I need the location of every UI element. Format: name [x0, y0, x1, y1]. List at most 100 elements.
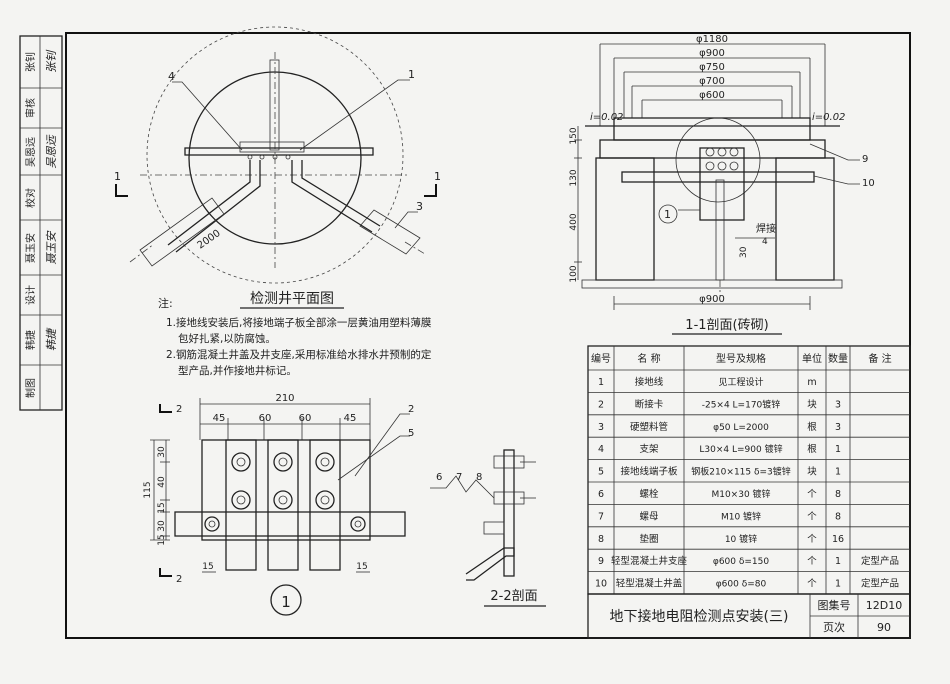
plan-pipe-right	[359, 209, 421, 255]
sec11-circle-mark: 1	[664, 208, 671, 221]
detail1-dim-left-1: 40	[157, 476, 167, 488]
side-signature-block: 张钊 审核 吴恩远 校对 聂玉安 设计 韩捷 制图 张钊 吴恩远 聂玉安 韩捷	[19, 35, 63, 411]
table-cell: m	[807, 377, 816, 388]
table-cell: 块	[807, 466, 817, 478]
title-block-atlas-value: 12D10	[866, 599, 902, 612]
sec11-dim-left-3: 100	[569, 265, 579, 282]
side-signature-4: 聂玉安	[45, 231, 58, 265]
table-cell: 1	[835, 579, 841, 590]
detail1-dim-15-right: 15	[356, 562, 367, 572]
side-role-4: 聂玉安	[24, 233, 37, 263]
table-header-cell: 备 注	[868, 352, 891, 365]
side-signature-0: 张钊	[45, 49, 58, 73]
detail1-section-mark-bottom: 2	[176, 574, 182, 585]
table-cell: 个	[807, 579, 817, 590]
detail1-dim-3: 45	[344, 413, 357, 424]
sec11-wall-right	[775, 157, 835, 281]
notes-line-2: 2.钢筋混凝土井盖及井支座,采用标准给水排水井预制的定	[166, 348, 432, 361]
table-cell: 个	[807, 511, 817, 522]
sec22-label-6: 6	[436, 472, 442, 483]
detail1-dim-0: 45	[213, 413, 226, 424]
sec11-elev-left: i=0.02	[590, 112, 623, 123]
detail1-dim-total: 210	[275, 393, 294, 404]
notes-line-3: 型产品,并作接地井标记。	[178, 364, 297, 377]
table-cell: 1	[835, 467, 841, 478]
sec11-dim-left-2: 400	[569, 213, 579, 230]
sec11-label-10: 10	[862, 178, 875, 189]
side-role-1: 审核	[24, 98, 37, 118]
table-cell: 8	[835, 511, 841, 522]
table-cell: φ600 δ=150	[713, 557, 769, 567]
table-cell: 1	[835, 444, 841, 455]
table-cell: 定型产品	[861, 555, 899, 567]
sec11-support	[599, 139, 826, 159]
detail1-label-2: 2	[408, 404, 414, 415]
table-cell: φ600 δ=80	[716, 580, 767, 590]
sec11-dim-left-1: 130	[569, 169, 579, 186]
sec11-dim-0: φ1180	[696, 34, 728, 45]
sec22-label-7: 7	[456, 472, 462, 483]
table-cell: 9	[598, 556, 604, 567]
detail1-bar	[174, 511, 406, 537]
detail1-dim-2: 60	[299, 413, 312, 424]
table-header-cell: 编号	[591, 352, 611, 365]
table-cell: 2	[598, 399, 604, 410]
side-role-2: 吴恩远	[25, 137, 37, 167]
table-cell: 10 镀锌	[725, 533, 757, 545]
notes: 注: 1.接地线安装后,将接地端子板全部涂一层黄油用塑料薄膜 包好扎紧,以防腐蚀…	[158, 296, 432, 377]
notes-line-0: 1.接地线安装后,将接地端子板全部涂一层黄油用塑料薄膜	[166, 316, 432, 329]
plan-outer-circle	[146, 26, 404, 284]
table-cell: 个	[807, 556, 817, 567]
detail1-label-5: 5	[408, 428, 414, 439]
table-cell: 3	[835, 399, 841, 410]
table-cell: 个	[807, 489, 817, 500]
sec11-dim-3: φ700	[699, 76, 725, 87]
sec22-title: 2-2剖面	[490, 589, 537, 604]
detail1-dim-left-0: 30	[157, 446, 167, 458]
table-cell: 3	[835, 422, 841, 433]
plan-section-mark-right: 1	[434, 170, 441, 183]
sec11-dim-30: 30	[739, 246, 749, 258]
notes-heading: 注:	[158, 296, 173, 310]
table-cell: 钢板210×115 δ=3镀锌	[691, 466, 791, 478]
title-block: 地下接地电阻检测点安装(三) 图集号 12D10 页次 90	[587, 593, 911, 639]
sec11-dim-left-0: 150	[569, 127, 579, 144]
table-cell: 个	[807, 534, 817, 545]
sec11-dim-2: φ750	[699, 62, 725, 73]
table-cell: 螺栓	[639, 488, 659, 500]
section-1-1: φ1180 φ900 φ750 φ700 φ600 i=0.02 i=0.02 …	[569, 34, 875, 335]
sec11-dim-1: φ900	[699, 48, 725, 59]
sheet-border	[65, 32, 911, 639]
table-cell: 7	[598, 511, 604, 522]
table-cell: 块	[807, 398, 817, 410]
side-role-5: 设计	[24, 285, 37, 305]
table-cell: 接地线端子板	[620, 466, 678, 478]
sec11-terminal-plate	[699, 147, 745, 221]
detail1-dim-left-4: 15	[157, 534, 167, 545]
side-role-0: 张钊	[25, 52, 37, 72]
table-cell: φ50 L=2000	[713, 423, 769, 433]
table-header-cell: 型号及规格	[716, 352, 766, 365]
detail1-bolts	[204, 452, 366, 532]
side-role-3: 校对	[24, 188, 37, 208]
plan-view: 4 1 3 2000 1 1 检测井平面图	[114, 26, 441, 309]
sec11-wall-left	[595, 157, 655, 281]
sec11-weld-size: 4	[762, 237, 768, 247]
plan-label-4: 4	[168, 70, 175, 83]
section-2-2: 6 7 8 2-2剖面	[430, 449, 546, 607]
title-block-atlas-label: 图集号	[818, 598, 851, 612]
table-cell: 1	[835, 556, 841, 567]
sec11-title: 1-1剖面(砖砌)	[685, 318, 768, 333]
table-cell: 定型产品	[861, 578, 899, 590]
detail1-clamps	[225, 439, 341, 571]
detail1-dim-left-2: 15	[157, 502, 167, 513]
table-cell: 轻型混凝土井盖	[616, 578, 683, 590]
side-role-6: 韩捷	[24, 330, 37, 350]
table-cell: L30×4 L=900 镀锌	[699, 443, 782, 455]
table-cell: 10	[595, 579, 607, 590]
plan-title: 检测井平面图	[250, 291, 334, 307]
detail-1: 210 45 60 60 45	[143, 393, 414, 616]
notes-line-1: 包好扎紧,以防腐蚀。	[178, 332, 276, 345]
